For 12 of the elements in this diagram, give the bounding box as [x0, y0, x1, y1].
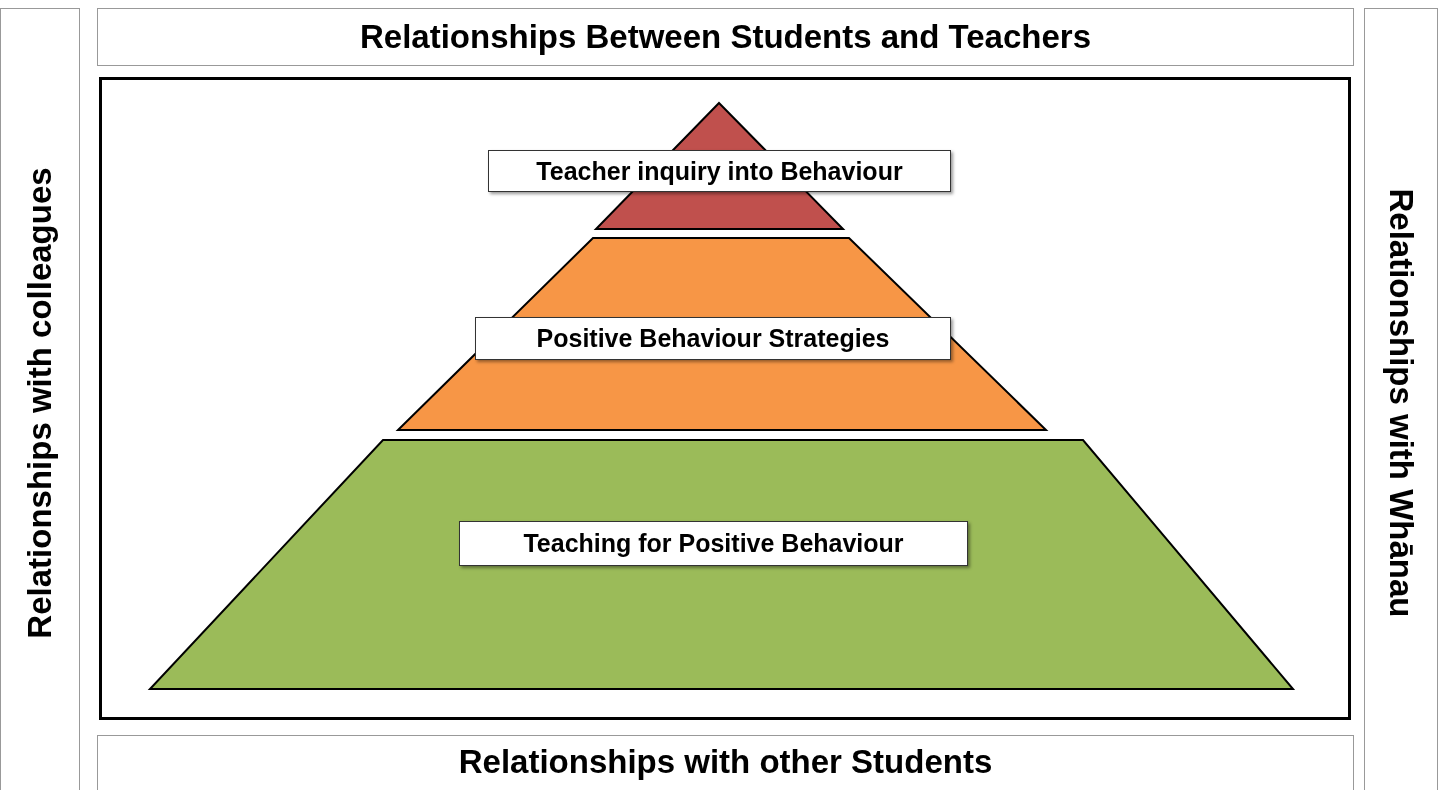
tier-label: Positive Behaviour Strategies: [475, 317, 951, 360]
tier-label: Teacher inquiry into Behaviour: [488, 150, 951, 192]
pyramid-frame: [99, 77, 1351, 720]
band-heading: Relationships with Whānau: [1382, 188, 1420, 618]
frame-band: [1364, 8, 1438, 790]
frame-band: [97, 8, 1354, 66]
band-heading: Relationships with other Students: [458, 743, 993, 781]
tier-label: Teaching for Positive Behaviour: [459, 521, 968, 566]
band-heading: Relationships Between Students and Teachers: [359, 18, 1092, 56]
frame-band: [0, 8, 80, 790]
frame-band: [97, 735, 1354, 790]
band-heading: Relationships with colleagues: [21, 167, 59, 639]
